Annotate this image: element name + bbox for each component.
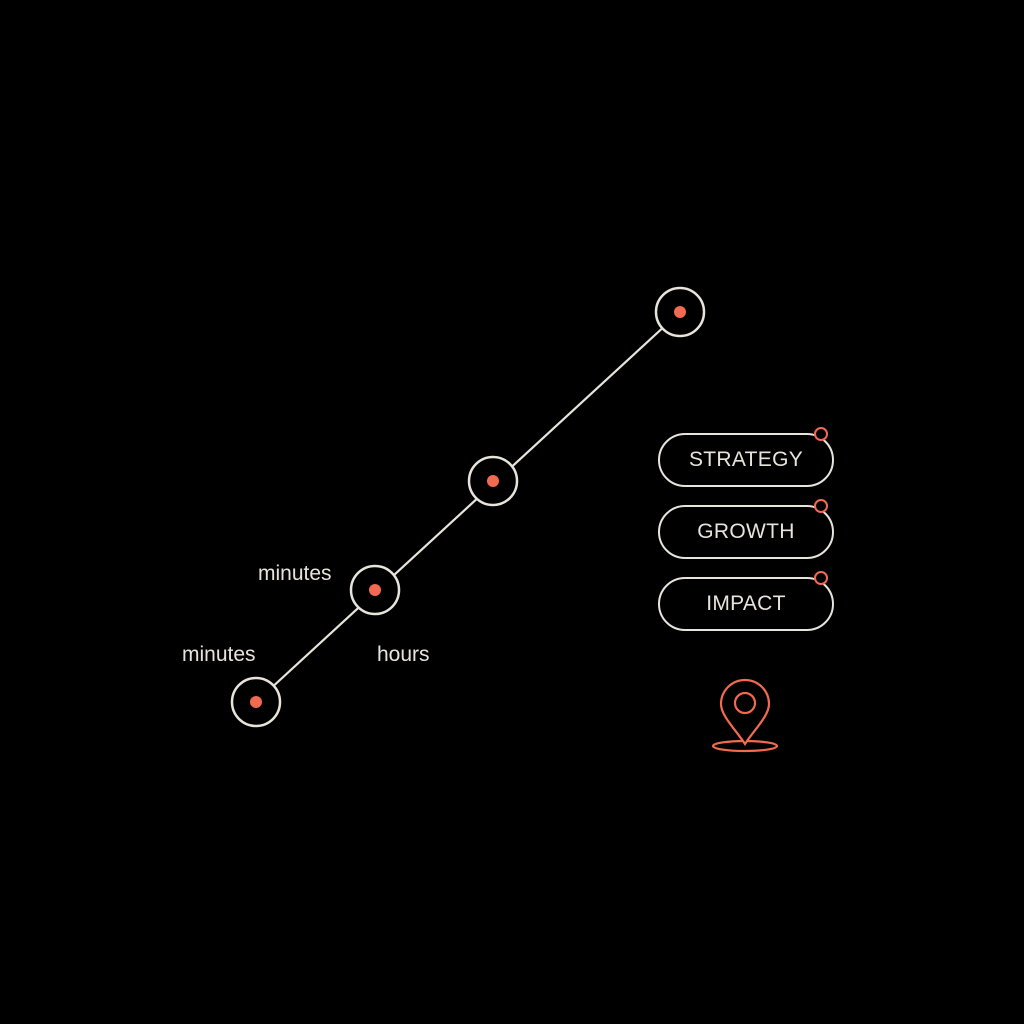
node-dot-icon [250, 696, 262, 708]
tag-growth[interactable]: GROWTH [658, 499, 834, 559]
timeline-node-1[interactable] [230, 676, 282, 728]
node-dot-icon [487, 475, 499, 487]
tag-impact[interactable]: IMPACT [658, 571, 834, 631]
tag-indicator-icon [814, 571, 828, 585]
label-minutes-upper: minutes [258, 562, 332, 585]
timeline-node-4[interactable] [654, 286, 706, 338]
tag-label: IMPACT [706, 592, 786, 615]
node-dot-icon [369, 584, 381, 596]
tag-label: GROWTH [697, 520, 795, 543]
tag-indicator-icon [814, 427, 828, 441]
timeline-node-3[interactable] [467, 455, 519, 507]
tag-indicator-icon [814, 499, 828, 513]
label-hours: hours [377, 643, 430, 666]
label-minutes-lower: minutes [182, 643, 256, 666]
tag-label: STRATEGY [688, 448, 804, 471]
timeline-connector-line [255, 311, 681, 703]
node-dot-icon [674, 306, 686, 318]
tag-strategy[interactable]: STRATEGY [658, 427, 834, 487]
location-pin-icon [711, 678, 779, 753]
timeline-node-2[interactable] [349, 564, 401, 616]
